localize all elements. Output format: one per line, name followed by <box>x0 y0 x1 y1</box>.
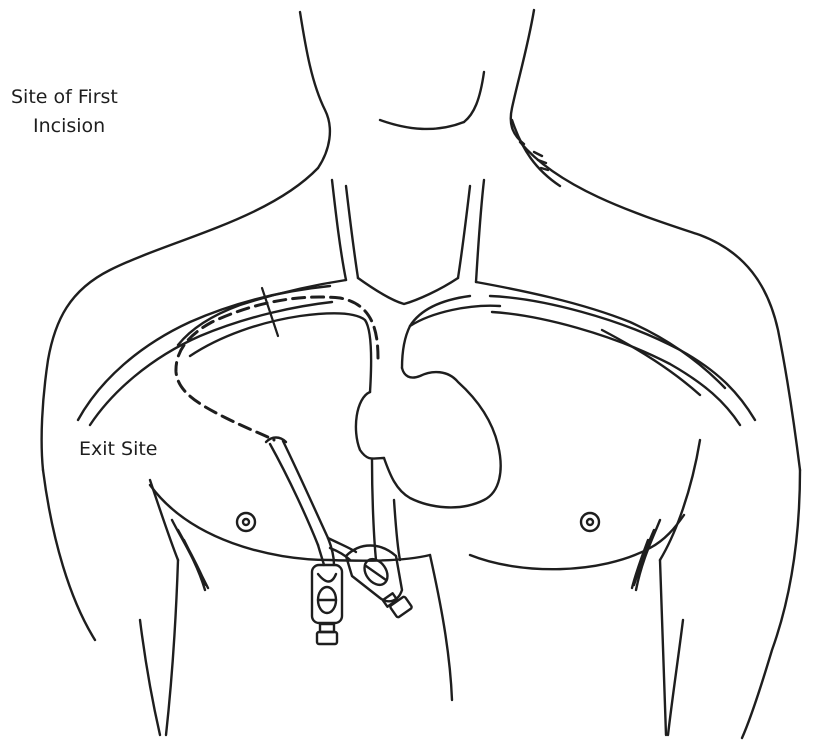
exit-site-label: Exit Site <box>79 436 158 463</box>
first-incision-label-line2: Incision <box>33 113 105 140</box>
catheter-hub-right <box>346 546 412 618</box>
external-catheter <box>266 438 356 566</box>
great-veins <box>178 180 725 395</box>
heart <box>356 306 501 560</box>
nipples <box>237 513 599 531</box>
catheter-hub-left <box>312 565 342 644</box>
first-incision-label-line1: Site of First <box>11 84 118 111</box>
catheter-tunnel-dashed <box>176 297 378 440</box>
